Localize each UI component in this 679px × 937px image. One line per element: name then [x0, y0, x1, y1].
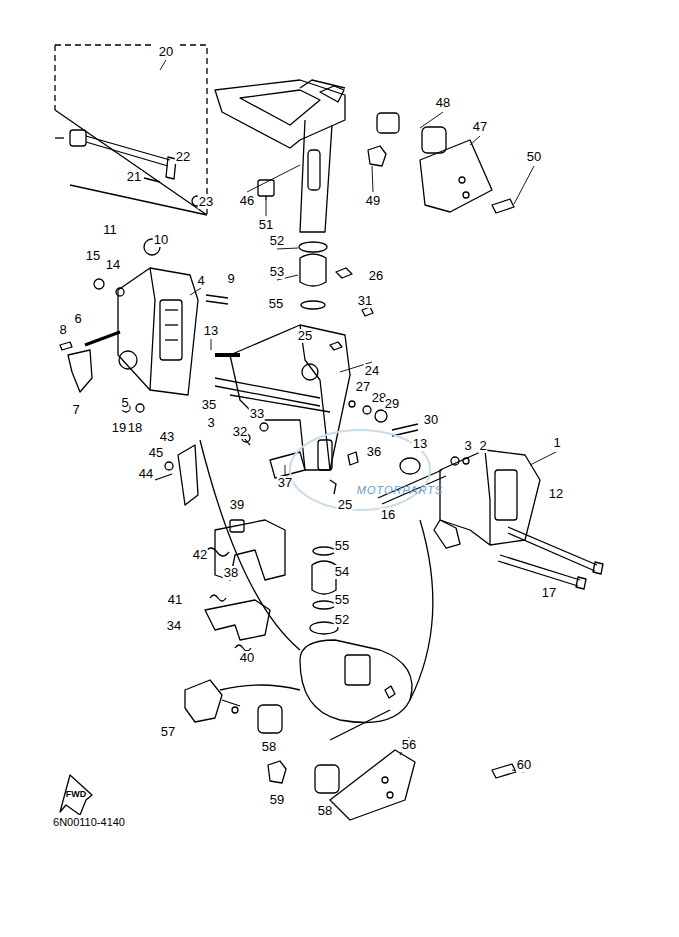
- callout-number: 55: [268, 297, 284, 311]
- callout-number: 48: [435, 96, 451, 110]
- callout-number: 55: [334, 593, 350, 607]
- callout-number: 56: [401, 738, 417, 752]
- callout-number: 53: [269, 265, 285, 279]
- callout-number: 50: [526, 150, 542, 164]
- callout-number: 31: [357, 294, 373, 308]
- callout-number: 16: [380, 508, 396, 522]
- callout-number: 60: [516, 758, 532, 772]
- callout-number: 4: [196, 274, 205, 288]
- callout-number: 3: [463, 439, 472, 453]
- callout-number: 22: [175, 150, 191, 164]
- callout-number: 45: [148, 446, 164, 460]
- callout-number: 42: [192, 548, 208, 562]
- callout-number: 46: [239, 194, 255, 208]
- callout-number: 24: [364, 364, 380, 378]
- callout-number: 51: [258, 218, 274, 232]
- callout-number: 44: [138, 467, 154, 481]
- callout-number: 58: [261, 740, 277, 754]
- diagram-code: 6N00110-4140: [52, 815, 126, 829]
- callout-number: 57: [160, 725, 176, 739]
- callout-number: 2: [478, 439, 487, 453]
- callout-number: 13: [412, 437, 428, 451]
- callout-number: 34: [166, 619, 182, 633]
- callout-number: 35: [201, 398, 217, 412]
- callout-number: 20: [158, 45, 174, 59]
- callout-number: 49: [365, 194, 381, 208]
- callout-number: 11: [102, 223, 118, 237]
- callout-number: 52: [334, 613, 350, 627]
- callout-number: 17: [541, 586, 557, 600]
- callout-number: 5: [120, 396, 129, 410]
- callout-number: 29: [384, 397, 400, 411]
- callout-number: 1: [552, 436, 561, 450]
- callout-number: 9: [226, 272, 235, 286]
- callout-number: 25: [337, 498, 353, 512]
- callout-number: 15: [85, 249, 101, 263]
- callout-number: 19: [111, 421, 127, 435]
- callout-number: 13: [203, 324, 219, 338]
- callout-number: 59: [269, 793, 285, 807]
- callout-number: 58: [317, 804, 333, 818]
- callout-number: 27: [355, 380, 371, 394]
- callout-number: 12: [548, 487, 564, 501]
- callout-number: 18: [127, 421, 143, 435]
- callout-number: 32: [232, 425, 248, 439]
- forward-arrow-label: FWD: [65, 787, 88, 801]
- callout-number: 25: [297, 329, 313, 343]
- callout-number: 39: [229, 498, 245, 512]
- callout-number: 30: [423, 413, 439, 427]
- callout-number: 7: [71, 403, 80, 417]
- callout-number: 10: [153, 233, 169, 247]
- callout-number: 6: [73, 312, 82, 326]
- callout-number: 37: [277, 476, 293, 490]
- callout-number: 47: [472, 120, 488, 134]
- callout-number: 33: [249, 407, 265, 421]
- callout-number: 52: [269, 234, 285, 248]
- callout-number: 8: [58, 323, 67, 337]
- watermark: MOTORPARTS: [356, 483, 444, 497]
- callout-number: 26: [368, 269, 384, 283]
- callout-number: 41: [167, 593, 183, 607]
- callout-number: 21: [126, 170, 142, 184]
- callout-number: 36: [366, 445, 382, 459]
- callout-number: 43: [159, 430, 175, 444]
- callout-number: 55: [334, 539, 350, 553]
- callout-number: 54: [334, 565, 350, 579]
- callout-number: 3: [206, 416, 215, 430]
- callout-number: 14: [105, 258, 121, 272]
- callout-number: 38: [223, 566, 239, 580]
- callout-number: 23: [198, 195, 214, 209]
- callout-number: 40: [239, 651, 255, 665]
